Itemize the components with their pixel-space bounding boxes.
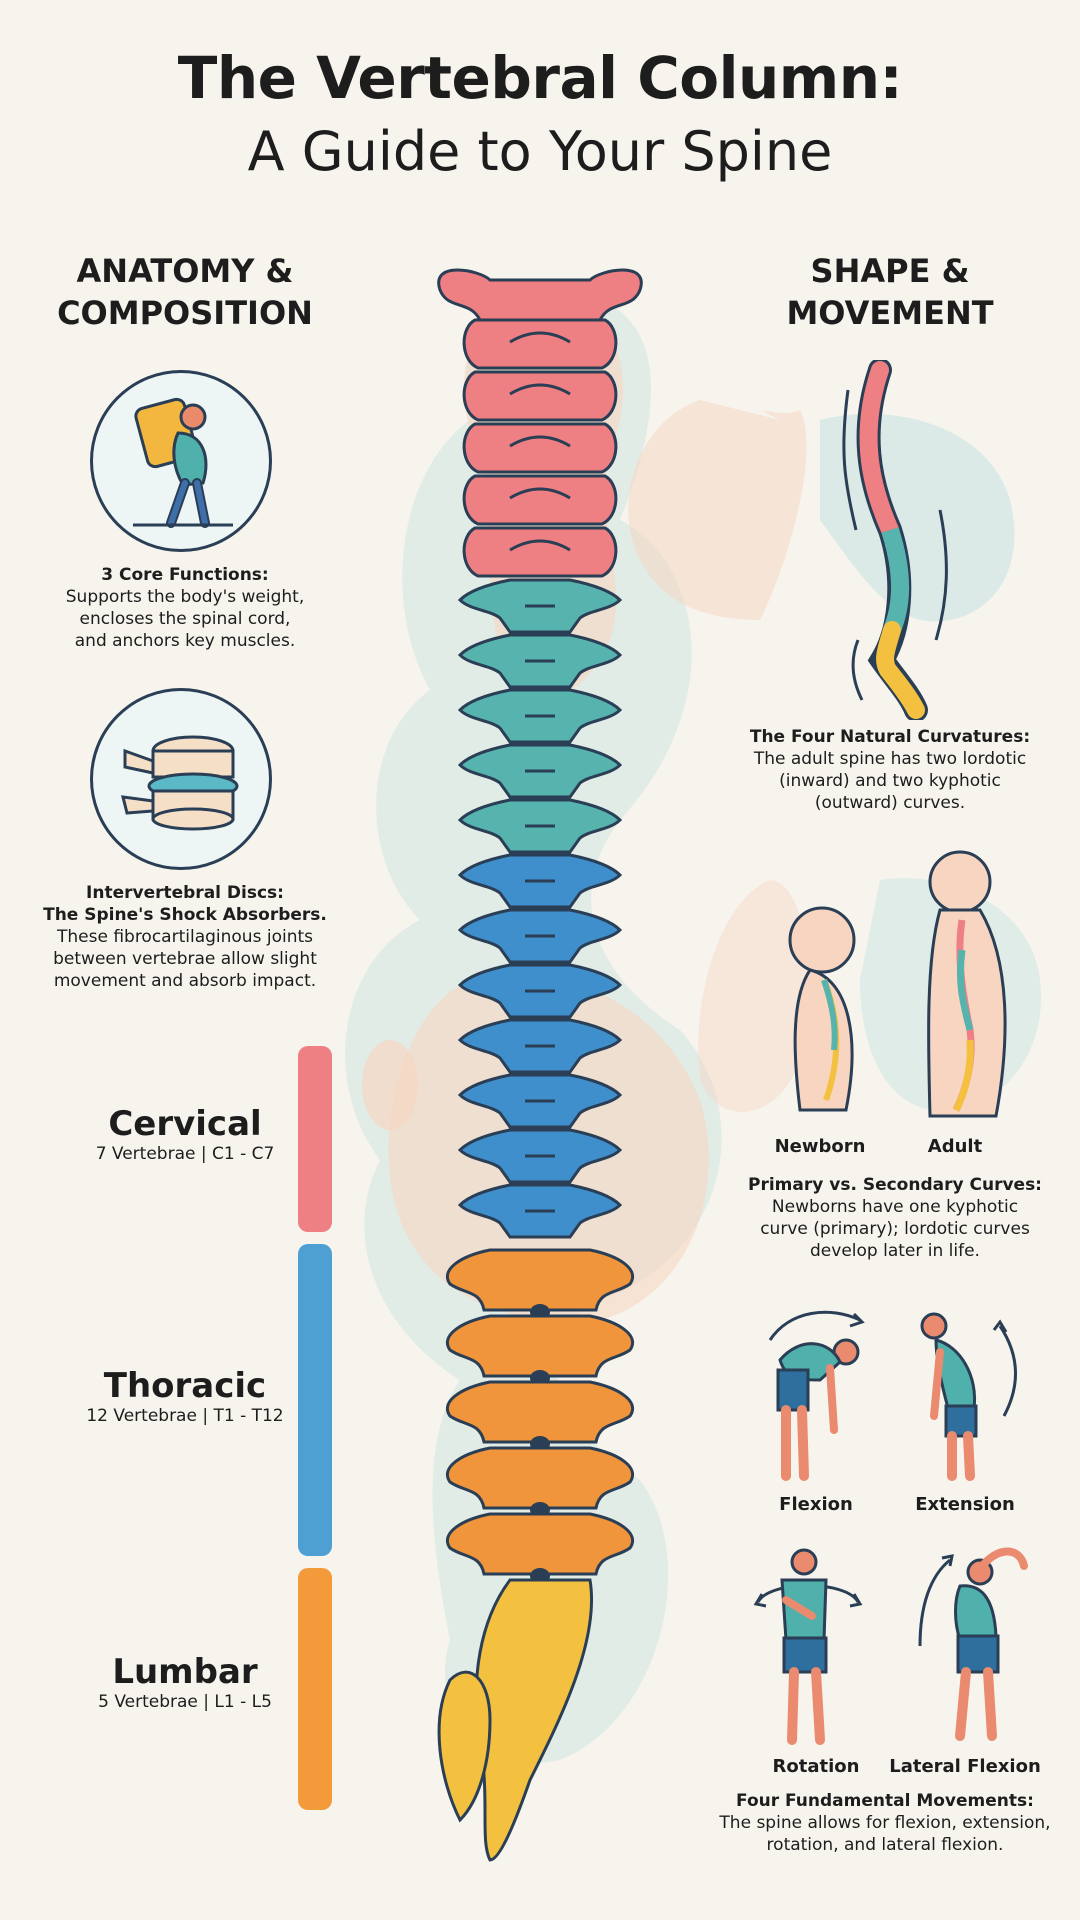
lumbar-vertebra	[446, 1380, 634, 1444]
cervical-vertebra	[462, 526, 618, 578]
cervical-vertebra	[462, 474, 618, 526]
anatomy-heading-line2: COMPOSITION	[57, 294, 313, 332]
thoracic-label: Thoracic 12 Vertebrae | T1 - T12	[60, 1366, 310, 1426]
newborn-figure	[788, 906, 856, 1112]
primary-line2: curve (primary); lordotic curves	[760, 1219, 1030, 1239]
lumbar-vertebra	[446, 1512, 634, 1576]
disc-icon	[90, 688, 272, 870]
discs-title-line2: The Spine's Shock Absorbers.	[43, 905, 327, 925]
fundamental-title: Four Fundamental Movements:	[736, 1791, 1034, 1811]
curvatures-line3: (outward) curves.	[814, 793, 966, 813]
thoracic-bar	[298, 1244, 332, 1556]
cervical-bar	[298, 1046, 332, 1232]
lateral-flexion-label: Lateral Flexion	[889, 1756, 1041, 1777]
core-functions-line1: Supports the body's weight,	[65, 587, 305, 607]
primary-title: Primary vs. Secondary Curves:	[748, 1175, 1042, 1195]
sacrum	[474, 1578, 593, 1862]
cervical-vertebra	[462, 422, 618, 474]
adult-label: Adult	[927, 1136, 983, 1157]
discs-line2: between vertebrae allow slight	[53, 949, 317, 969]
adult-figure	[927, 850, 1007, 1118]
lumbar-vertebra	[446, 1314, 634, 1378]
curvatures-line1: The adult spine has two lordotic	[753, 749, 1027, 769]
newborn-label: Newborn	[774, 1136, 866, 1157]
person-carrying-icon	[90, 370, 272, 552]
extension-figure	[920, 1312, 1018, 1481]
lumbar-label: Lumbar 5 Vertebrae | L1 - L5	[60, 1652, 310, 1712]
discs-line3: movement and absorb impact.	[53, 971, 317, 991]
cervical-label: Cervical 7 Vertebrae | C1 - C7	[60, 1104, 310, 1164]
core-functions-line2: encloses the spinal cord,	[79, 609, 291, 629]
primary-caption: Primary vs. Secondary Curves: Newborns h…	[730, 1174, 1060, 1262]
core-functions-line3: and anchors key muscles.	[74, 631, 296, 651]
coccyx	[437, 1670, 492, 1823]
cervical-vertebra	[462, 370, 618, 422]
page-subtitle: A Guide to Your Spine	[247, 120, 833, 183]
lumbar-bar	[298, 1568, 332, 1810]
primary-line1: Newborns have one kyphotic	[771, 1197, 1019, 1217]
primary-line3: develop later in life.	[810, 1241, 980, 1261]
fundamental-line1: The spine allows for flexion, extension,	[719, 1813, 1051, 1833]
lumbar-vertebra	[446, 1446, 634, 1510]
curvatures-line2: (inward) and two kyphotic	[779, 771, 1001, 791]
discs-line1: These fibrocartilaginous joints	[56, 927, 313, 947]
cervical-detail: 7 Vertebrae | C1 - C7	[95, 1144, 275, 1164]
lumbar-vertebra	[446, 1248, 634, 1312]
thoracic-detail: 12 Vertebrae | T1 - T12	[86, 1406, 284, 1426]
page-title: The Vertebral Column:	[177, 44, 903, 112]
extension-label: Extension	[915, 1494, 1015, 1515]
anatomy-heading: ANATOMY & COMPOSITION	[40, 250, 330, 334]
lumbar-name: Lumbar	[112, 1652, 258, 1692]
rotation-label: Rotation	[772, 1756, 860, 1777]
fundamental-caption: Four Fundamental Movements: The spine al…	[700, 1790, 1070, 1856]
core-functions-caption: 3 Core Functions: Supports the body's we…	[40, 564, 330, 652]
thoracic-name: Thoracic	[103, 1366, 267, 1406]
lateral-flexion-figure	[918, 1547, 1028, 1741]
lumbar-detail: 5 Vertebrae | L1 - L5	[98, 1692, 272, 1712]
flexion-label: Flexion	[779, 1494, 853, 1515]
curvatures-caption: The Four Natural Curvatures: The adult s…	[730, 726, 1050, 814]
anatomy-heading-line1: ANATOMY &	[76, 252, 294, 290]
shape-heading: SHAPE & MOVEMENT	[730, 250, 1050, 334]
curved-spine-icon	[842, 360, 948, 720]
cervical-name: Cervical	[108, 1104, 262, 1144]
core-functions-title: 3 Core Functions:	[101, 565, 269, 585]
curvatures-title: The Four Natural Curvatures:	[749, 727, 1031, 747]
atlas-vertebra	[437, 268, 643, 322]
discs-caption: Intervertebral Discs: The Spine's Shock …	[30, 882, 340, 992]
fundamental-line2: rotation, and lateral flexion.	[766, 1835, 1004, 1855]
cervical-vertebra	[462, 318, 618, 370]
rotation-figure	[753, 1548, 863, 1745]
shape-heading-line2: MOVEMENT	[786, 294, 994, 332]
discs-title-line1: Intervertebral Discs:	[86, 883, 284, 903]
shape-heading-line1: SHAPE &	[810, 252, 970, 290]
spine-illustration	[437, 268, 643, 1862]
flexion-figure	[768, 1310, 865, 1481]
